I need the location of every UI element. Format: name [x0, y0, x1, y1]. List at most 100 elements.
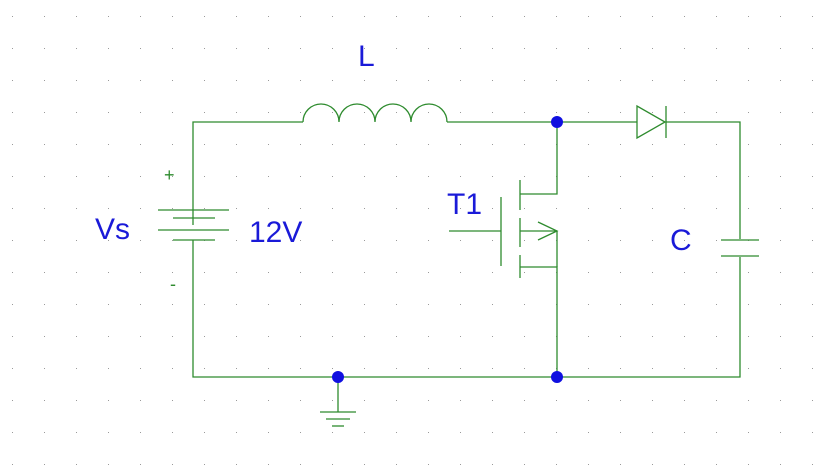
grid-dot [780, 16, 781, 17]
grid-dot [268, 368, 269, 369]
grid-dot [268, 16, 269, 17]
grid-dot [172, 272, 173, 273]
grid-dot [492, 48, 493, 49]
grid-dot [780, 272, 781, 273]
grid-dot [492, 368, 493, 369]
grid-dot [108, 272, 109, 273]
grid-dot [780, 208, 781, 209]
grid-dot [620, 400, 621, 401]
junction-dot-bottom-right [551, 371, 563, 383]
grid-dot [748, 432, 749, 433]
grid-dot [428, 16, 429, 17]
grid-dot [748, 80, 749, 81]
grid-dot [300, 144, 301, 145]
grid-dot [684, 48, 685, 49]
grid-dot [588, 368, 589, 369]
grid-dot [44, 80, 45, 81]
grid-dot [716, 240, 717, 241]
grid-dot [748, 144, 749, 145]
grid-dot [588, 176, 589, 177]
grid-dot [204, 176, 205, 177]
grid-dot [268, 432, 269, 433]
grid-dot [364, 176, 365, 177]
grid-dot [108, 112, 109, 113]
grid-dot [428, 336, 429, 337]
grid-dot [460, 112, 461, 113]
grid-dot [332, 80, 333, 81]
grid-dot [588, 48, 589, 49]
grid-dot [236, 176, 237, 177]
grid-dot [76, 368, 77, 369]
grid-dot [684, 240, 685, 241]
grid-dot [428, 48, 429, 49]
grid-dot [780, 400, 781, 401]
grid-dot [556, 80, 557, 81]
grid-dot [684, 272, 685, 273]
grid-dot [236, 144, 237, 145]
grid-dot [620, 240, 621, 241]
grid-dot [460, 208, 461, 209]
grid-dot [748, 272, 749, 273]
grid-dot [76, 80, 77, 81]
grid-dot [748, 464, 749, 465]
grid-dot [236, 240, 237, 241]
grid-dot [364, 304, 365, 305]
grid-dot [108, 80, 109, 81]
grid-dot [172, 304, 173, 305]
grid-dot [300, 464, 301, 465]
grid-dot [332, 400, 333, 401]
grid-dot [236, 80, 237, 81]
grid-dot [492, 304, 493, 305]
grid-dot [684, 80, 685, 81]
grid-dot [716, 80, 717, 81]
grid-dot [716, 304, 717, 305]
grid-dot [140, 112, 141, 113]
mosfet-arrow [537, 221, 559, 241]
grid-dot [524, 48, 525, 49]
grid-dot [460, 464, 461, 465]
grid-dot [44, 336, 45, 337]
grid-dot [588, 464, 589, 465]
grid-dot [300, 48, 301, 49]
grid-dot [268, 80, 269, 81]
grid-dot [396, 464, 397, 465]
grid-dot [460, 400, 461, 401]
grid-dot [140, 176, 141, 177]
grid-dot [652, 432, 653, 433]
grid-dot [652, 400, 653, 401]
grid-dot [524, 176, 525, 177]
grid-dot [204, 80, 205, 81]
grid-dot [140, 464, 141, 465]
grid-dot [12, 112, 13, 113]
grid-dot [620, 272, 621, 273]
grid-dot [652, 240, 653, 241]
grid-dot [204, 464, 205, 465]
mosfet-symbol [449, 180, 559, 278]
grid-dot [684, 304, 685, 305]
grid-dot [364, 464, 365, 465]
grid-dot [332, 48, 333, 49]
grid-dot [76, 240, 77, 241]
grid-dot [204, 368, 205, 369]
grid-dot [172, 240, 173, 241]
grid-dot [172, 400, 173, 401]
grid-dot [268, 48, 269, 49]
grid-dot [620, 336, 621, 337]
grid-dot [12, 304, 13, 305]
grid-dot [780, 432, 781, 433]
grid-dot [780, 80, 781, 81]
grid-dot [492, 80, 493, 81]
grid-dot [44, 144, 45, 145]
grid-dot [716, 48, 717, 49]
grid-dot [684, 112, 685, 113]
grid-dot [620, 48, 621, 49]
grid-dot [748, 304, 749, 305]
grid-dot [524, 336, 525, 337]
grid-dot [588, 16, 589, 17]
grid-dot [780, 144, 781, 145]
grid-dot [588, 144, 589, 145]
grid-dot [12, 16, 13, 17]
grid-dot [44, 272, 45, 273]
